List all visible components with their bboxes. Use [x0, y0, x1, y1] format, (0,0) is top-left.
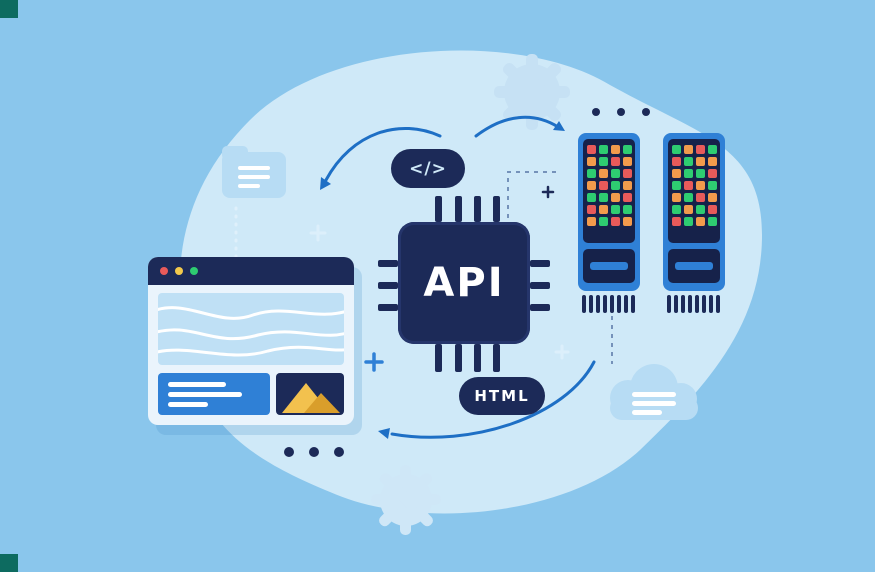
chip-pin	[530, 304, 550, 311]
plus-icon	[554, 344, 570, 360]
chip-pin	[455, 344, 462, 372]
image-placeholder-panel	[276, 373, 344, 415]
corner-accent-bottom-left	[0, 554, 18, 572]
server-rack-2	[663, 133, 725, 313]
api-chip-body: API	[398, 222, 530, 344]
arrow-to-server	[474, 115, 565, 138]
server-drive-slot	[590, 262, 628, 270]
plus-icon	[309, 224, 327, 242]
arrow-to-browser	[320, 127, 442, 190]
ellipsis-dots-servers	[592, 108, 650, 116]
server-vents	[582, 295, 635, 313]
chip-pin	[530, 260, 550, 267]
text-line	[168, 392, 242, 397]
chip-pin	[435, 196, 442, 222]
map-contour-lines	[158, 306, 344, 357]
code-tag-badge: </>	[391, 149, 465, 188]
chip-pin	[474, 344, 481, 372]
server-led-panel	[583, 139, 635, 243]
server-led-panel	[668, 139, 720, 243]
gear-icon-bottom	[371, 465, 441, 535]
browser-title-bar	[148, 257, 354, 285]
arrow-to-html	[378, 360, 596, 439]
server-drive-panel	[668, 249, 720, 283]
ellipsis-dots-bottom	[284, 447, 344, 457]
chip-pin	[378, 282, 398, 289]
traffic-light-green-icon	[190, 267, 198, 275]
chip-pin	[435, 344, 442, 372]
html-label: HTML	[474, 387, 530, 405]
plus-icon	[541, 185, 555, 199]
server-led-grid	[672, 145, 717, 226]
text-line	[168, 402, 208, 407]
text-block-panel	[158, 373, 270, 415]
chip-pin	[455, 196, 462, 222]
gear-icon-top	[494, 54, 570, 130]
dashed-line-server	[507, 171, 556, 286]
traffic-light-red-icon	[160, 267, 168, 275]
server-drive-panel	[583, 249, 635, 283]
server-led-grid	[587, 145, 632, 226]
chip-pin	[474, 196, 481, 222]
chip-pin	[378, 260, 398, 267]
chip-pin	[378, 304, 398, 311]
code-tag-label: </>	[409, 158, 447, 179]
traffic-light-yellow-icon	[175, 267, 183, 275]
chip-pin	[530, 282, 550, 289]
corner-accent-top-left	[0, 0, 18, 18]
api-label: API	[423, 260, 505, 306]
chip-pin	[493, 344, 500, 372]
folder-icon	[222, 146, 286, 198]
server-drive-slot	[675, 262, 713, 270]
browser-window	[148, 257, 354, 425]
text-line	[168, 382, 226, 387]
cloud-icon	[610, 364, 698, 420]
chip-pin	[493, 196, 500, 222]
server-rack-1	[578, 133, 640, 313]
map-panel	[158, 293, 344, 365]
html-badge: HTML	[459, 377, 545, 415]
mountain-icon	[282, 383, 340, 413]
plus-icon	[364, 352, 384, 372]
server-vents	[667, 295, 720, 313]
